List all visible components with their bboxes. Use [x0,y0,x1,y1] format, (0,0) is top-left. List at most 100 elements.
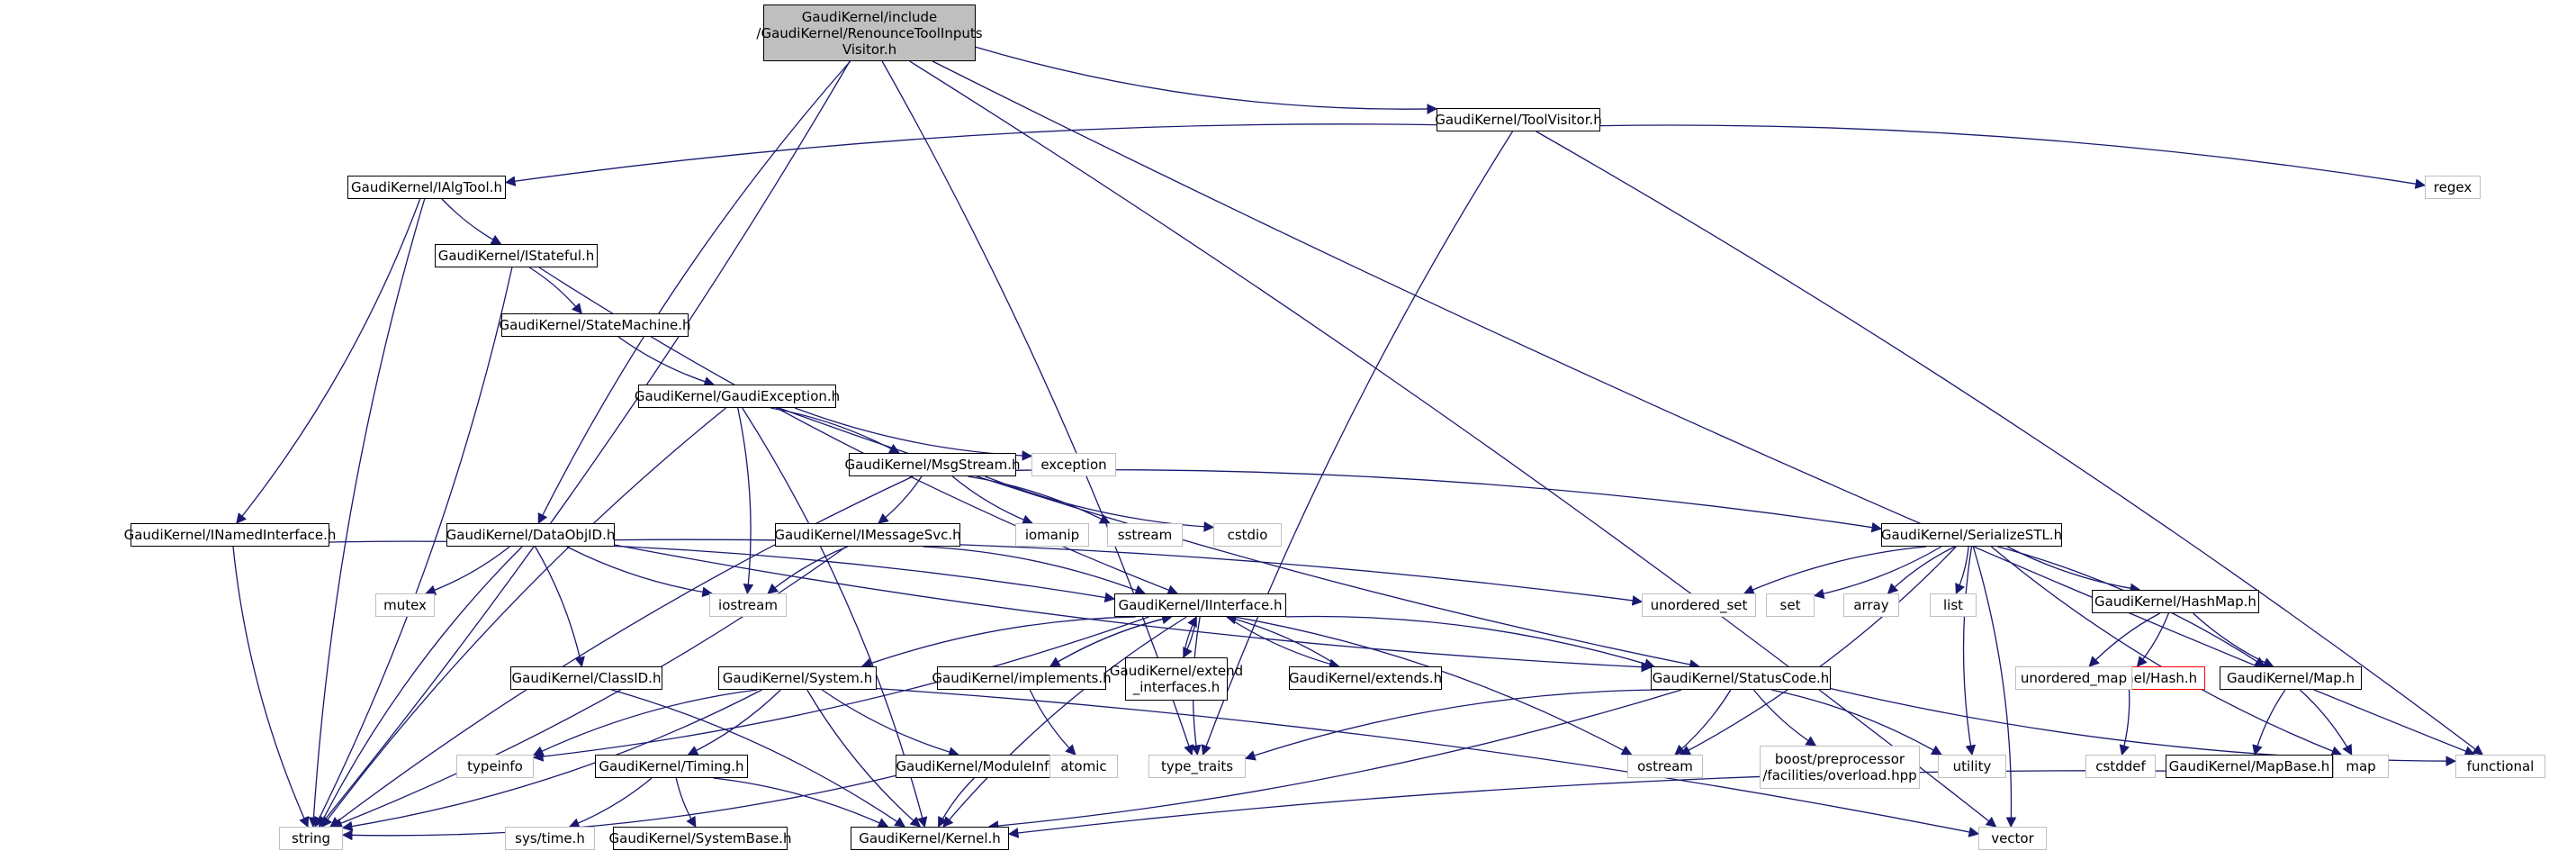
node-iinterface[interactable]: GaudiKernel/IInterface.h [1114,593,1286,617]
edge-gaudiexception-to-exception [794,407,1033,461]
node-imessagesvc[interactable]: GaudiKernel/IMessageSvc.h [774,523,961,547]
node-label-line: ostream [1637,758,1693,774]
node-system[interactable]: GaudiKernel/System.h [718,666,877,690]
node-label-line: GaudiKernel/extends.h [1288,670,1443,686]
edge-moduleinfo-to-kernel [938,777,975,828]
node-label-line: GaudiKernel/ToolVisitor.h [1435,112,1602,128]
node-implements[interactable]: GaudiKernel/implements.h [932,666,1112,690]
edge-system-to-typeinfo [532,689,758,756]
edge-root-to-string [318,60,851,828]
node-systembase[interactable]: GaudiKernel/SystemBase.h [609,827,791,850]
node-unordered-set: unordered_set [1642,593,1756,617]
edge-ialgtool-to-inamedinterface [236,198,421,524]
edge-dataobjid-to-classid [535,546,585,668]
node-label-line: GaudiKernel/Kernel.h [859,830,1001,846]
node-label-line: /GaudiKernel/RenounceToolInputs [756,24,983,41]
node-label-line: regex [2433,179,2472,195]
node-label-line: GaudiKernel/Map.h [2226,670,2355,686]
node-gaudiexception[interactable]: GaudiKernel/GaudiException.h [635,385,840,408]
edge-system-to-string [341,689,762,832]
node-timing[interactable]: GaudiKernel/Timing.h [595,755,748,778]
edge-ialgtool-to-string [308,198,426,828]
node-label-line: cstddef [2095,758,2146,774]
edge-statuscode-to-type-traits [1244,689,1669,761]
edge-imessagesvc-to-iostream [767,546,849,594]
node-statemachine[interactable]: GaudiKernel/StateMachine.h [499,313,691,337]
node-label-line: cstdio [1227,527,1268,543]
node-array: array [1843,593,1899,617]
edge-mapH-to-map [2299,689,2353,756]
edge-root-to-vector [909,60,1997,828]
edge-statuscode-to-kernel [987,689,1682,831]
node-extendinterfaces[interactable]: GaudiKernel/extend_interfaces.h [1110,657,1243,701]
node-type-traits: type_traits [1148,755,1246,778]
edge-serializestl-to-set [1813,546,1942,600]
node-root: GaudiKernel/include/GaudiKernel/Renounce… [756,5,983,61]
node-moduleinfo[interactable]: GaudiKernel/ModuleInfo.h [896,755,1070,778]
node-exception: exception [1031,453,1116,476]
node-hashmap[interactable]: GaudiKernel/HashMap.h [2092,590,2259,613]
node-label-line: GaudiKernel/IStateful.h [437,248,595,264]
node-label-line: _interfaces.h [1132,679,1220,695]
node-label-line: mutex [383,597,427,613]
node-msgstream[interactable]: GaudiKernel/MsgStream.h [845,453,1021,476]
node-label-line: GaudiKernel/DataObjID.h [446,527,616,543]
node-set: set [1766,593,1815,617]
node-statuscode[interactable]: GaudiKernel/StatusCode.h [1651,666,1831,690]
edge-hashmap-to-unordered-map [2088,612,2161,667]
edge-hashmap-to-mapH [2193,612,2274,667]
edge-mapbase-to-kernel [1007,770,2166,838]
edge-hashmap-to-hash [2136,612,2170,667]
edge-serializestl-to-list [1955,546,1969,595]
node-classid[interactable]: GaudiKernel/ClassID.h [510,666,662,690]
node-label-line: map [2346,758,2376,774]
edge-gaudiexception-to-string [321,407,726,828]
node-string: string [279,827,343,850]
node-label-line: string [291,830,331,846]
edge-toolvisitor-to-functional [1536,131,2484,756]
edge-msgstream-to-cstdio [985,475,1215,532]
node-serializestl[interactable]: GaudiKernel/SerializeSTL.h [1881,523,2062,547]
node-label-line: GaudiKernel/ClassID.h [511,670,662,686]
node-mapbase[interactable]: GaudiKernel/MapBase.h [2166,755,2333,778]
node-inamedinterface[interactable]: GaudiKernel/INamedInterface.h [124,523,336,547]
node-dataobjid[interactable]: GaudiKernel/DataObjID.h [446,523,615,547]
node-label-line: array [1853,597,1889,613]
node-kernel[interactable]: GaudiKernel/Kernel.h [851,827,1009,850]
edge-iinterface-to-statuscode [1285,615,1655,669]
edge-system-to-moduleinfo [821,689,959,757]
node-label-line: GaudiKernel/ModuleInfo.h [896,758,1070,774]
node-label-line: set [1779,597,1801,613]
edge-gaudiexception-to-iostream [737,407,754,595]
edge-ialgtool-to-istateful [441,198,502,245]
edge-timing-to-systime [568,777,653,828]
node-label-line: GaudiKernel/include [801,8,938,25]
node-extends[interactable]: GaudiKernel/extends.h [1289,666,1442,690]
node-ialgtool[interactable]: GaudiKernel/IAlgTool.h [347,176,506,199]
node-label-line: vector [1991,830,2034,846]
node-label-line: GaudiKernel/GaudiException.h [634,388,841,404]
edge-serializestl-to-ostream [1680,546,1957,756]
node-label-line: GaudiKernel/implements.h [932,670,1112,686]
edge-dataobjid-to-statuscode [614,544,1653,673]
edge-serializestl-to-unordered-set [1743,546,1927,595]
edge-toolvisitor-to-type-traits [1201,131,1514,756]
node-label-line: GaudiKernel/SerializeSTL.h [1880,527,2063,543]
node-istateful[interactable]: GaudiKernel/IStateful.h [435,244,598,267]
node-atomic: atomic [1049,755,1118,778]
edge-imessagesvc-to-iinterface [923,546,1146,595]
edge-statuscode-to-boostpp [1752,689,1817,747]
edge-istateful-to-statemachine [528,267,582,314]
node-toolvisitor[interactable]: GaudiKernel/ToolVisitor.h [1435,108,1602,131]
edge-timing-to-systembase [675,777,697,828]
node-label-line: GaudiKernel/StateMachine.h [499,317,691,333]
node-mapH[interactable]: GaudiKernel/Map.h [2220,666,2362,690]
node-label-line: utility [1952,758,1992,774]
edge-dataobjid-to-iostream [566,546,713,598]
node-label-line: /facilities/overload.hpp [1762,767,1917,783]
node-list: list [1930,593,1977,617]
node-label-line: Visitor.h [842,41,897,58]
edge-statuscode-to-functional [1830,687,2457,767]
edge-toolvisitor-to-regex [1599,124,2427,189]
